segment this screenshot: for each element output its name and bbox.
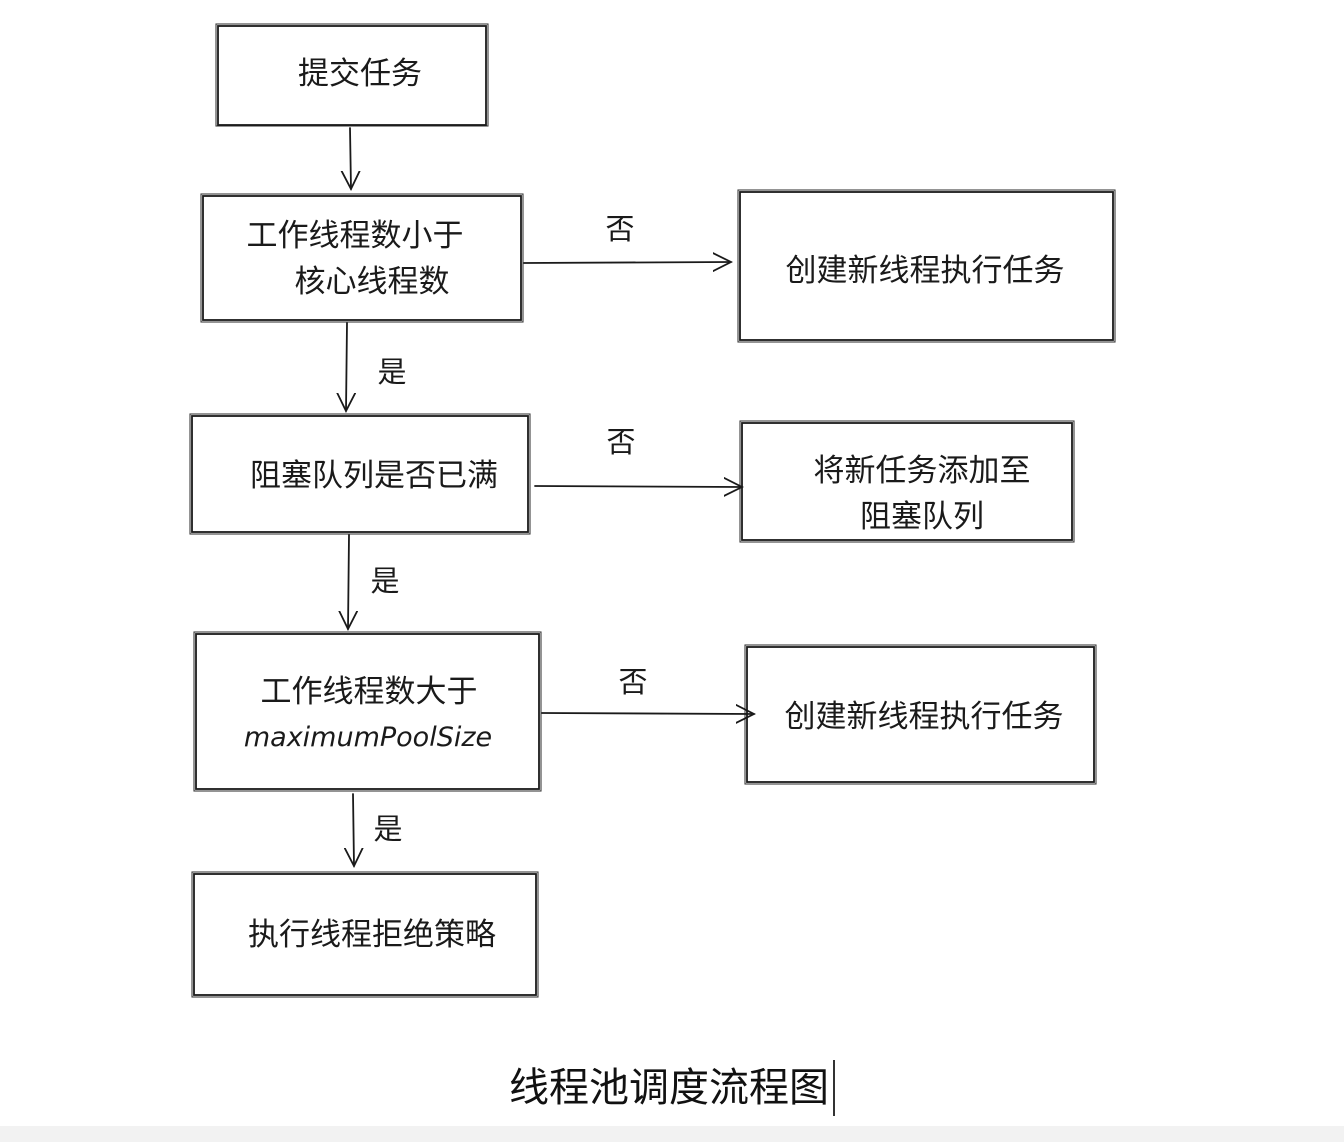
edge-check-core-to-create-core bbox=[523, 262, 731, 263]
node-check-max: 工作线程数大于 maximumPoolSize bbox=[193, 631, 542, 792]
node-check-queue-text: 阻塞队列是否已满 bbox=[250, 458, 498, 494]
node-add-queue-line-1: 将新任务添加至 bbox=[814, 453, 1031, 489]
node-create-max: 创建新线程执行任务 bbox=[744, 644, 1097, 785]
edge-check-queue-to-check-max bbox=[348, 534, 349, 629]
node-add-queue-line-2: 阻塞队列 bbox=[860, 499, 984, 535]
diagram-caption-text: 线程池调度流程图 bbox=[509, 1060, 835, 1116]
edge-label-no-3: 否 bbox=[618, 665, 647, 699]
edge-check-queue-to-add-queue bbox=[534, 486, 742, 487]
node-check-max-line-1: 工作线程数大于 bbox=[261, 674, 478, 710]
node-check-queue: 阻塞队列是否已满 bbox=[189, 413, 531, 535]
bottom-bar bbox=[0, 1126, 1344, 1142]
edge-check-core-to-check-queue bbox=[346, 322, 347, 411]
diagram-caption: 线程池调度流程图 bbox=[0, 1060, 1344, 1116]
node-check-core-line-1: 工作线程数小于 bbox=[247, 218, 464, 254]
node-reject: 执行线程拒绝策略 bbox=[191, 871, 539, 998]
node-create-max-text: 创建新线程执行任务 bbox=[785, 699, 1064, 735]
node-check-max-line-2: maximumPoolSize bbox=[244, 722, 492, 753]
edge-label-yes-2: 是 bbox=[370, 564, 399, 598]
node-check-core-line-2: 核心线程数 bbox=[295, 264, 450, 300]
node-create-core: 创建新线程执行任务 bbox=[737, 189, 1116, 343]
node-submit-text: 提交任务 bbox=[298, 56, 422, 92]
edge-check-max-to-create-max bbox=[541, 713, 754, 714]
node-check-core: 工作线程数小于 核心线程数 bbox=[200, 193, 524, 323]
node-create-core-text: 创建新线程执行任务 bbox=[786, 253, 1065, 289]
node-add-queue: 将新任务添加至 阻塞队列 bbox=[739, 420, 1075, 543]
edge-label-no-1: 否 bbox=[605, 212, 634, 246]
edge-label-yes-1: 是 bbox=[377, 355, 406, 389]
node-submit: 提交任务 bbox=[215, 23, 489, 127]
edge-submit-to-check-core bbox=[350, 127, 351, 189]
node-reject-text: 执行线程拒绝策略 bbox=[248, 917, 496, 953]
edge-label-yes-3: 是 bbox=[373, 812, 402, 846]
edge-label-no-2: 否 bbox=[606, 425, 635, 459]
edge-check-max-to-reject bbox=[353, 793, 354, 866]
